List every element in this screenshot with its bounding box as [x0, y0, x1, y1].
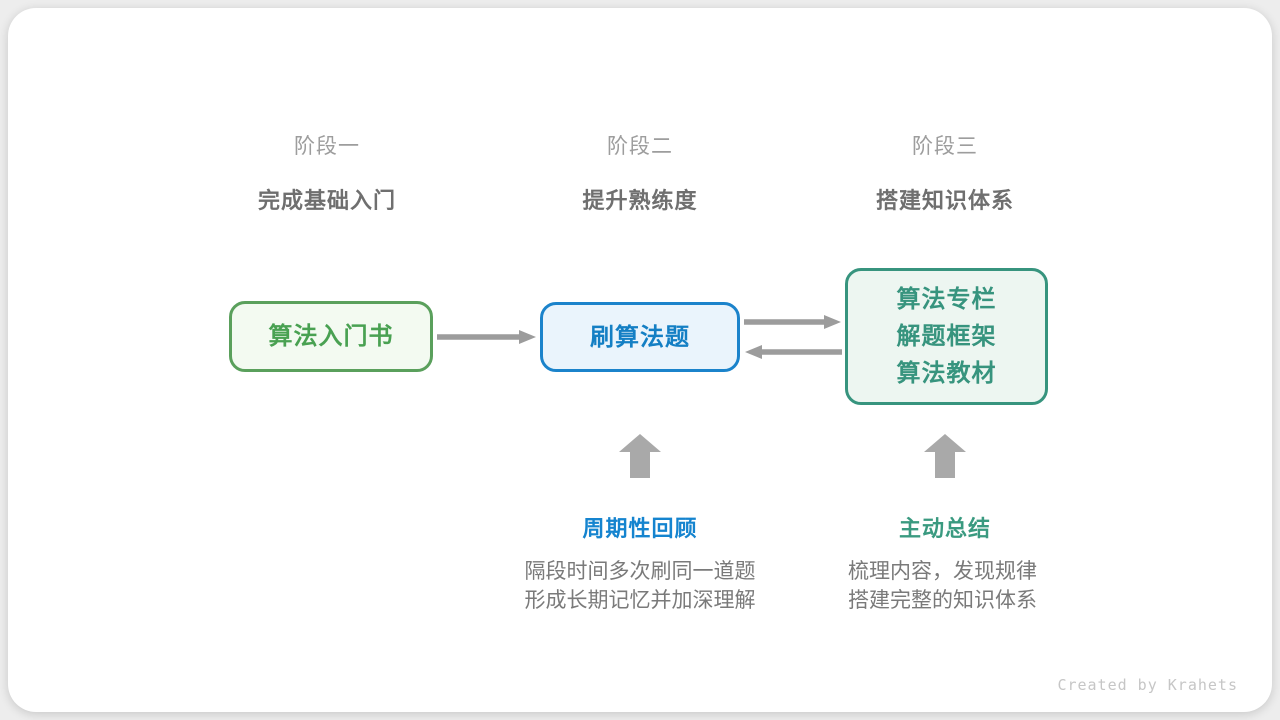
stage-3-header: 阶段三 搭建知识体系 — [795, 130, 1095, 215]
annotation-periodic-review-line-2: 形成长期记忆并加深理解 — [524, 589, 756, 612]
stage-2-label: 阶段二 — [607, 135, 673, 158]
annotation-active-summary-line-1: 梳理内容，发现规律 — [848, 560, 1037, 583]
node-algorithm-intro-book: 算法入门书 — [229, 301, 433, 372]
annotation-active-summary-line-2: 搭建完整的知识体系 — [848, 589, 1037, 612]
arrow-left-icon — [745, 345, 842, 359]
arrow-right-icon — [437, 330, 536, 344]
annotation-periodic-review-body: 隔段时间多次刷同一道题 形成长期记忆并加深理解 — [480, 557, 800, 615]
annotation-active-summary-body: 梳理内容，发现规律 搭建完整的知识体系 — [848, 557, 1037, 615]
stage-2-header: 阶段二 提升熟练度 — [490, 130, 790, 215]
arrow-up-icon — [924, 434, 966, 478]
node-knowledge-resources: 算法专栏 解题框架 算法教材 — [845, 268, 1048, 405]
annotation-active-summary-title: 主动总结 — [898, 516, 991, 541]
node-knowledge-resources-line-1: 算法专栏 — [896, 286, 997, 313]
annotation-periodic-review-line-1: 隔段时间多次刷同一道题 — [524, 560, 756, 583]
stage-2-subtitle: 提升熟练度 — [582, 188, 698, 213]
node-knowledge-resources-line-2: 解题框架 — [896, 323, 997, 350]
node-algorithm-intro-book-label: 算法入门书 — [268, 323, 394, 350]
arrow-up-icon — [619, 434, 661, 478]
annotation-periodic-review-title: 周期性回顾 — [582, 516, 698, 541]
arrow-right-icon — [744, 315, 841, 329]
stage-1-subtitle: 完成基础入门 — [257, 188, 396, 213]
node-practice-problems: 刷算法题 — [540, 302, 740, 372]
node-knowledge-resources-line-3: 算法教材 — [896, 360, 997, 387]
stage-1-label: 阶段一 — [294, 135, 360, 158]
node-practice-problems-label: 刷算法题 — [590, 323, 690, 351]
credit-text: Created by Krahets — [1057, 676, 1238, 694]
stage-3-subtitle: 搭建知识体系 — [875, 188, 1014, 213]
stage-3-label: 阶段三 — [912, 135, 978, 158]
stage-1-header: 阶段一 完成基础入门 — [177, 130, 477, 215]
